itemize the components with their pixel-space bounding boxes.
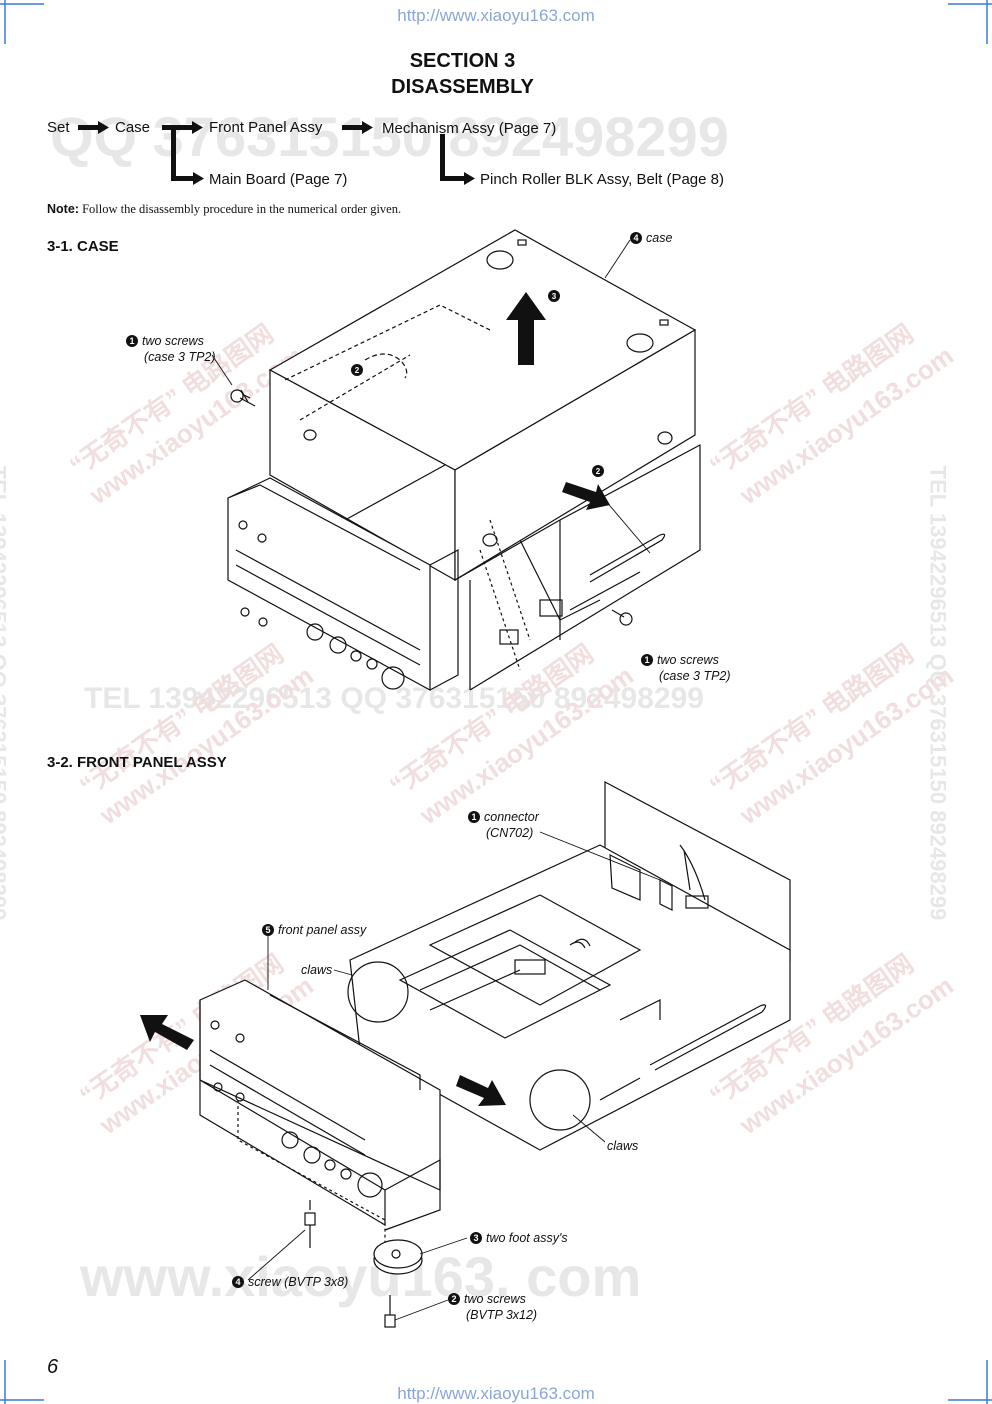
marker-1-screws-top: 1 [126,335,138,347]
note-label: Note: [47,202,79,216]
marker-3-case: 3 [552,292,557,301]
flow-front-panel: Front Panel Assy [209,119,323,136]
bottom-url-link[interactable]: http://www.xiaoyu163.com [397,1384,595,1403]
note-text: Follow the disassembly procedure in the … [82,202,402,216]
marker-5-front-panel: 5 [262,924,274,936]
flow-mechanism: Mechanism Assy (Page 7) [382,120,557,137]
marker-2-case-side: 2 [596,467,601,476]
note: Note: Follow the disassembly procedure i… [47,202,401,217]
label-claws-left: claws [301,963,333,977]
marker-2-screws: 2 [448,1293,460,1305]
case-diagram: 3 2 2 [211,229,701,692]
heading-3-2: 3-2. FRONT PANEL ASSY [47,754,227,771]
flow-arrows [78,121,475,185]
label-claws-right: claws [607,1139,639,1153]
page-number: 6 [47,1356,59,1378]
flow-pinch-roller: Pinch Roller BLK Assy, Belt (Page 8) [480,171,724,188]
marker-3-foot: 3 [470,1232,482,1244]
marker-4-case: 4 [630,232,642,244]
marker-2-case-top: 2 [355,366,360,375]
marker-4-screw: 4 [232,1276,244,1288]
top-url-link[interactable]: http://www.xiaoyu163.com [397,6,595,25]
flow-case: Case [115,119,151,136]
flow-set: Set [47,119,70,136]
marker-1-connector: 1 [468,811,480,823]
marker-1-screws-bottom: 1 [641,654,653,666]
heading-3-1: 3-1. CASE [47,238,119,255]
section-title: SECTION 3 [409,50,516,72]
section-subtitle: DISASSEMBLY [391,76,534,98]
front-panel-diagram [140,781,791,1328]
flow-main-board: Main Board (Page 7) [209,171,348,188]
